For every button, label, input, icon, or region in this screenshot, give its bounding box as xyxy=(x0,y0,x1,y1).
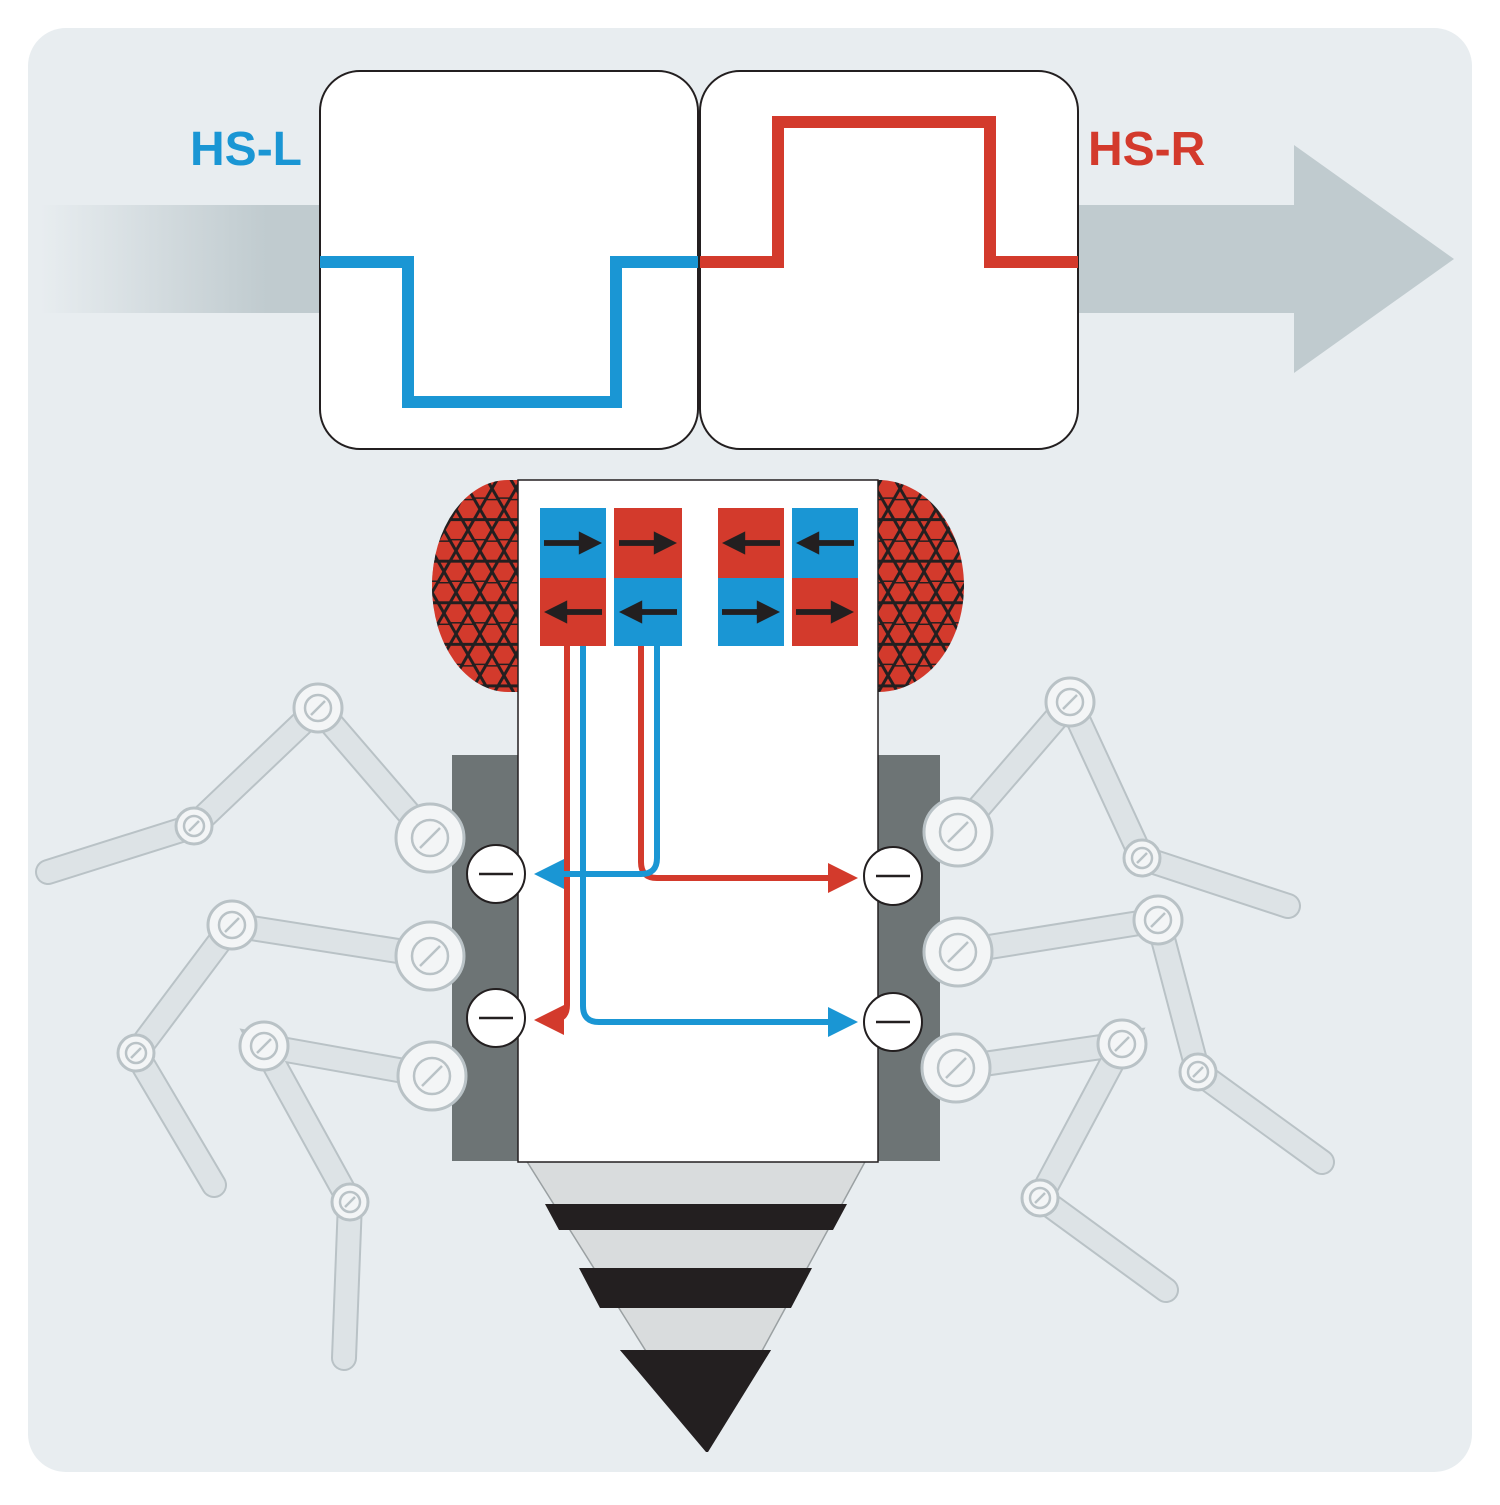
screw-joint-icon xyxy=(1132,894,1184,946)
hs-l-response-box xyxy=(319,70,699,450)
screw-joint-icon xyxy=(330,1182,370,1222)
hs-l-response-trace xyxy=(320,256,698,408)
screw-joint-icon xyxy=(1178,1052,1218,1092)
hs-r-response-trace xyxy=(700,116,1078,268)
minus-icon xyxy=(863,992,923,1052)
screw-joint-icon xyxy=(1122,838,1162,878)
right-leg-hind xyxy=(943,1027,1179,1303)
screw-joint-icon xyxy=(922,796,994,868)
leg-joints xyxy=(116,676,1218,1222)
screw-joint-icon xyxy=(396,1040,468,1112)
left-leg-middle xyxy=(120,910,443,1198)
minus-icon xyxy=(466,844,526,904)
screw-joint-icon xyxy=(1020,1178,1060,1218)
inhibitory-synapses xyxy=(466,844,923,1052)
signal-pathways xyxy=(534,646,858,1037)
screw-joint-icon xyxy=(174,806,214,846)
screw-joint-icon xyxy=(922,916,994,988)
right-leg-front xyxy=(945,678,1301,919)
hs-l-label: HS-L xyxy=(190,123,302,176)
minus-icon xyxy=(466,988,526,1048)
screw-joint-icon xyxy=(1096,1018,1148,1070)
blue-path-right-lower xyxy=(580,646,858,1037)
left-leg-front xyxy=(35,689,443,885)
screw-joint-icon xyxy=(1044,676,1096,728)
screw-joint-icon xyxy=(292,682,344,734)
screw-joint-icon xyxy=(116,1033,156,1073)
screw-joint-icon xyxy=(394,802,466,874)
left-compound-eye xyxy=(432,480,518,692)
hs-r-label: HS-R xyxy=(1088,123,1205,176)
right-compound-eye xyxy=(878,480,964,692)
legs xyxy=(35,678,1335,1371)
screw-joint-icon xyxy=(238,1020,290,1072)
left-leg-hind xyxy=(239,1028,445,1371)
hs-r-response-box xyxy=(699,70,1079,450)
screw-joint-icon xyxy=(394,920,466,992)
motion-detector-grid xyxy=(540,508,858,646)
screw-joint-icon xyxy=(920,1032,992,1104)
minus-icon xyxy=(863,846,923,906)
right-leg-middle xyxy=(945,905,1335,1175)
red-path-left xyxy=(534,646,570,1035)
blue-path-left-upper xyxy=(534,646,660,889)
screw-joint-icon xyxy=(206,899,258,951)
